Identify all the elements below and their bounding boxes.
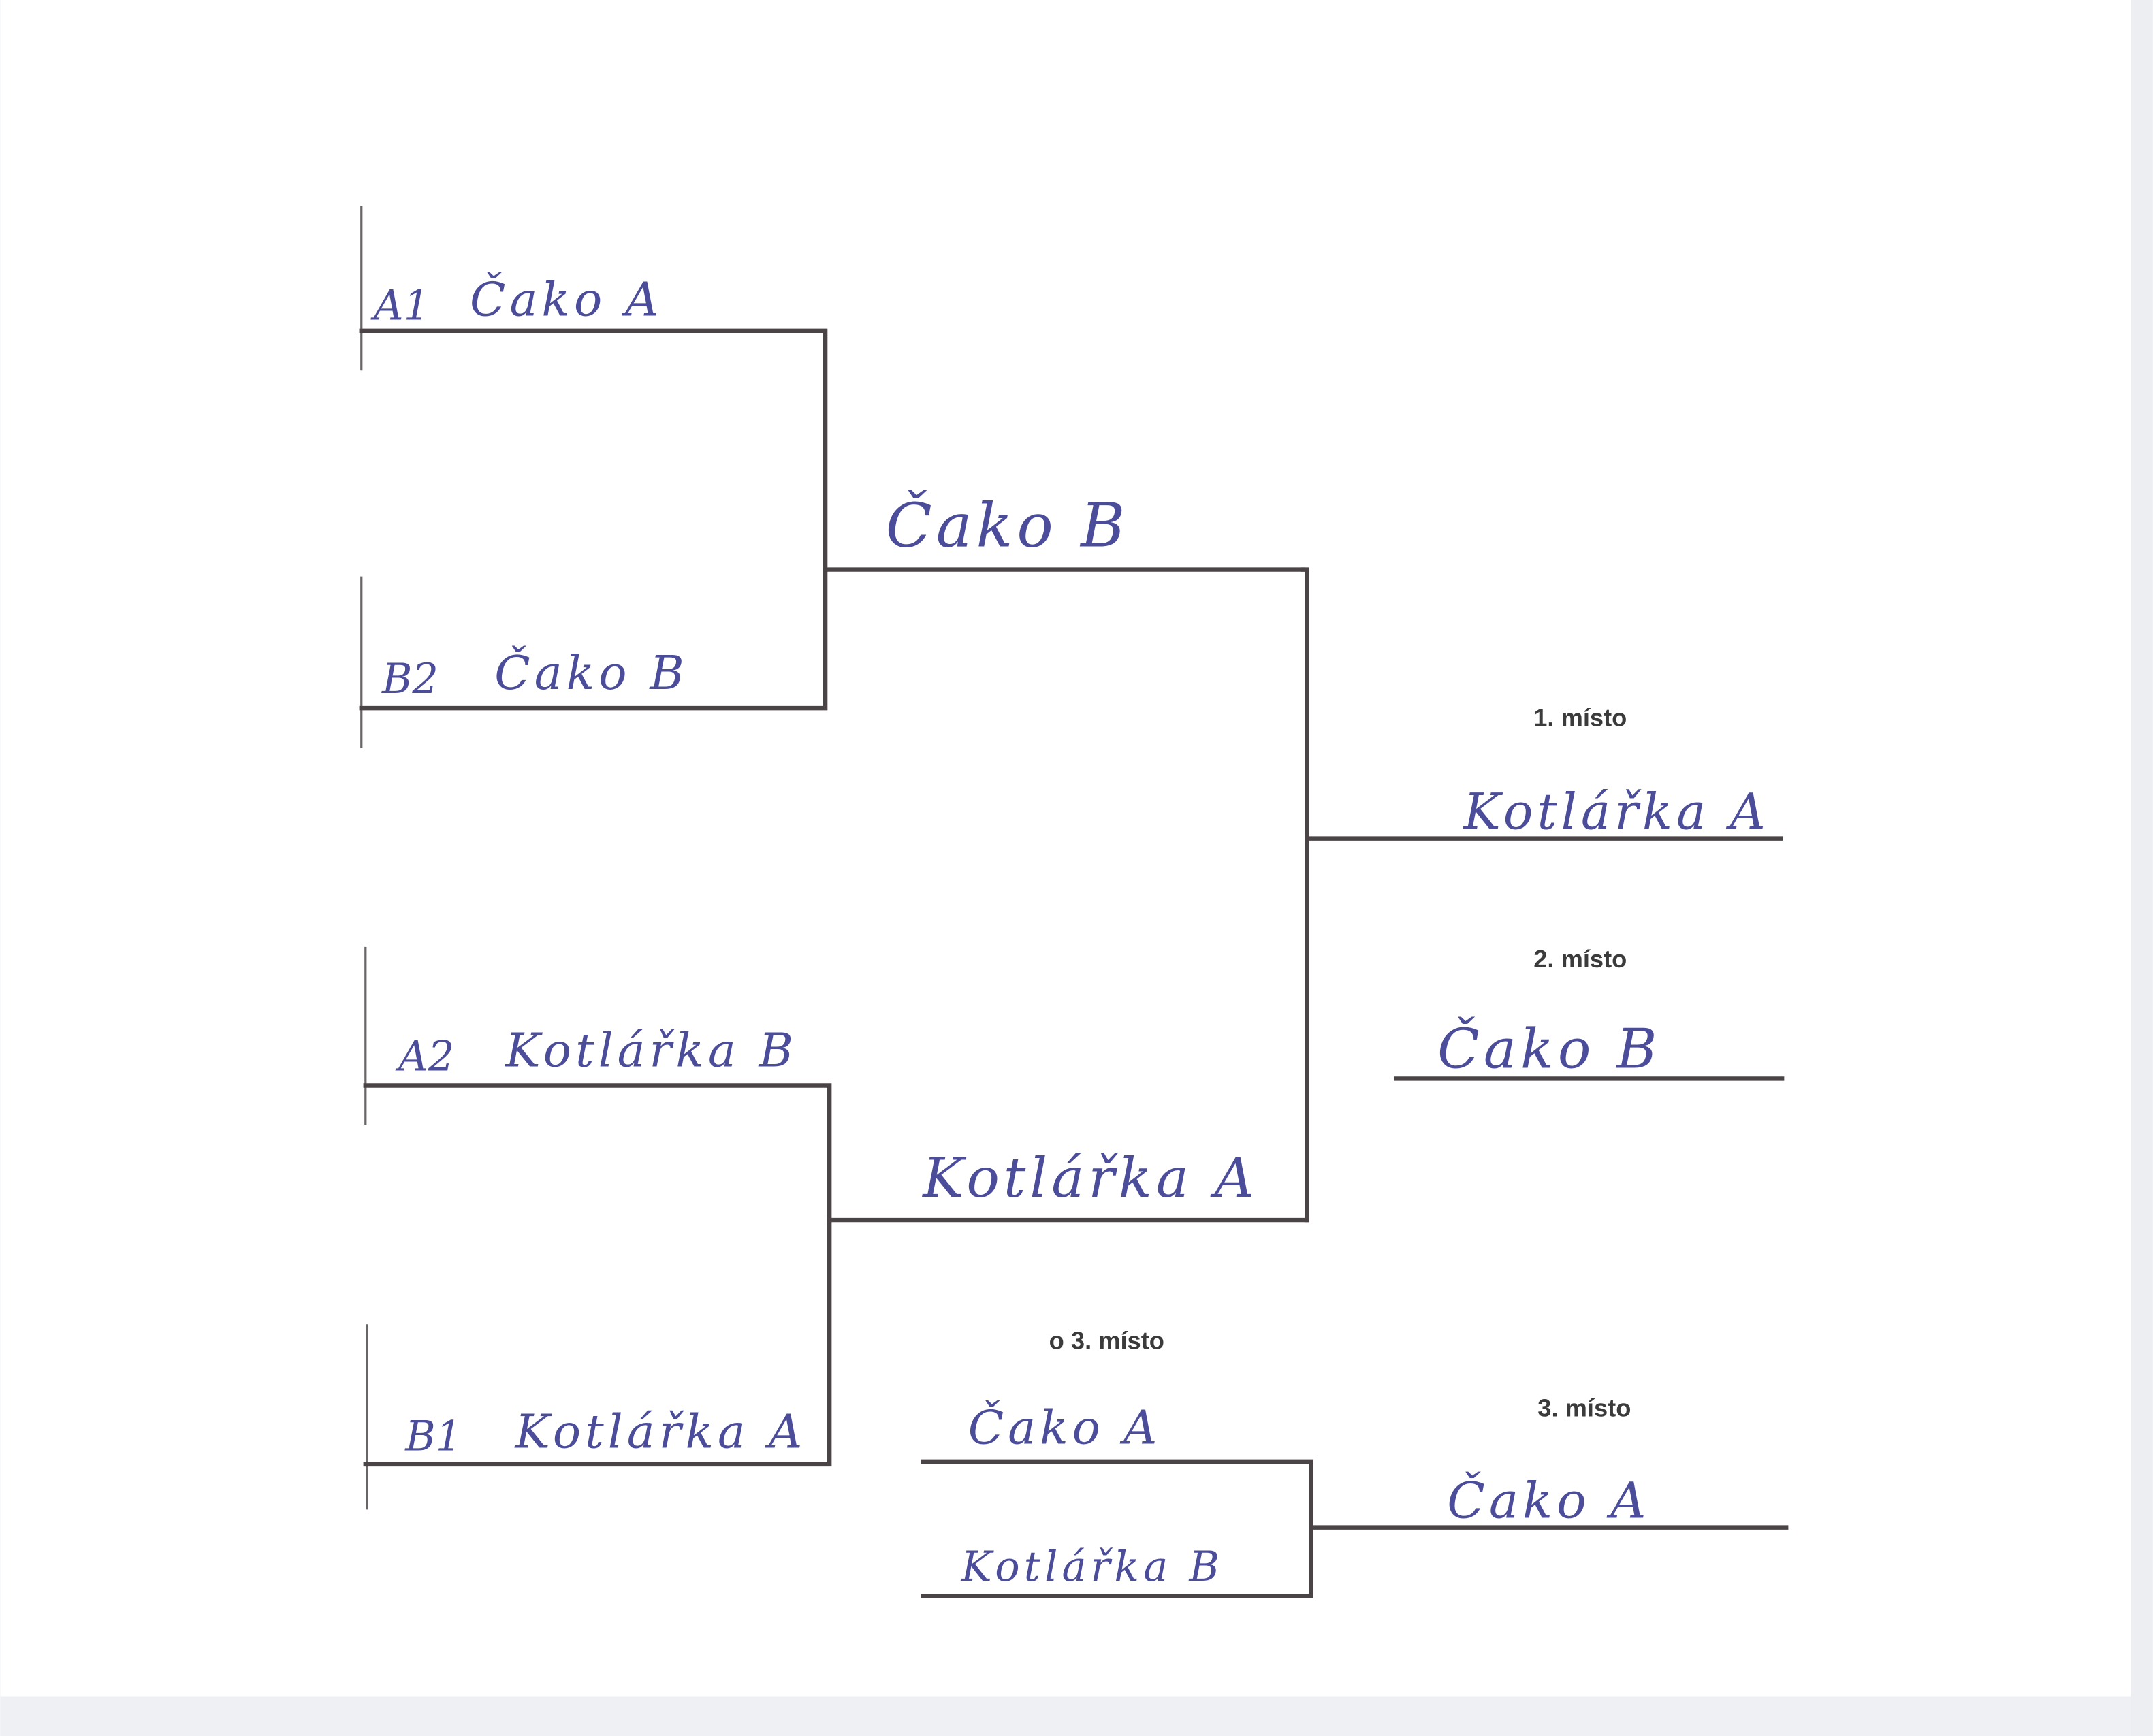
paper-background (0, 0, 2131, 1697)
semifinal-winner: Kotlářka A (921, 1146, 1258, 1210)
third-place-team: Čako A (1447, 1470, 1650, 1530)
bracket-left-stubs (360, 206, 368, 1510)
semifinal-winner: Čako B (886, 490, 1130, 560)
scan-border-right (2131, 0, 2153, 1736)
seed-label: A2 (395, 1033, 454, 1080)
second-place-team: Čako B (1437, 1016, 1661, 1081)
first-place-team: Kotlářka A (1462, 784, 1769, 841)
team-entry: Kotlářka A (514, 1405, 807, 1460)
team-entry: Čako A (968, 1400, 1162, 1456)
scan-border-bottom (0, 1696, 2153, 1736)
team-entry: Kotlářka B (504, 1023, 797, 1078)
third-place-label: 3. místo (1537, 1394, 1631, 1421)
seed-label: B2 (381, 656, 438, 703)
team-entry: Čako B (494, 645, 688, 701)
bracket-match-upper (359, 328, 1305, 711)
bracket-final (1301, 567, 1785, 1223)
team-entry: Čako A (470, 272, 663, 327)
bracket-third-place (921, 1459, 1789, 1598)
seed-label: A1 (370, 283, 430, 330)
bracket-match-lower (363, 1083, 1309, 1467)
team-entry: Kotlářka B (961, 1543, 1224, 1591)
first-place-label: 1. místo (1533, 703, 1627, 731)
seed-label: B1 (404, 1413, 462, 1461)
second-place-label: 2. místo (1533, 945, 1627, 973)
third-place-match-label: o 3. místo (1049, 1327, 1164, 1355)
